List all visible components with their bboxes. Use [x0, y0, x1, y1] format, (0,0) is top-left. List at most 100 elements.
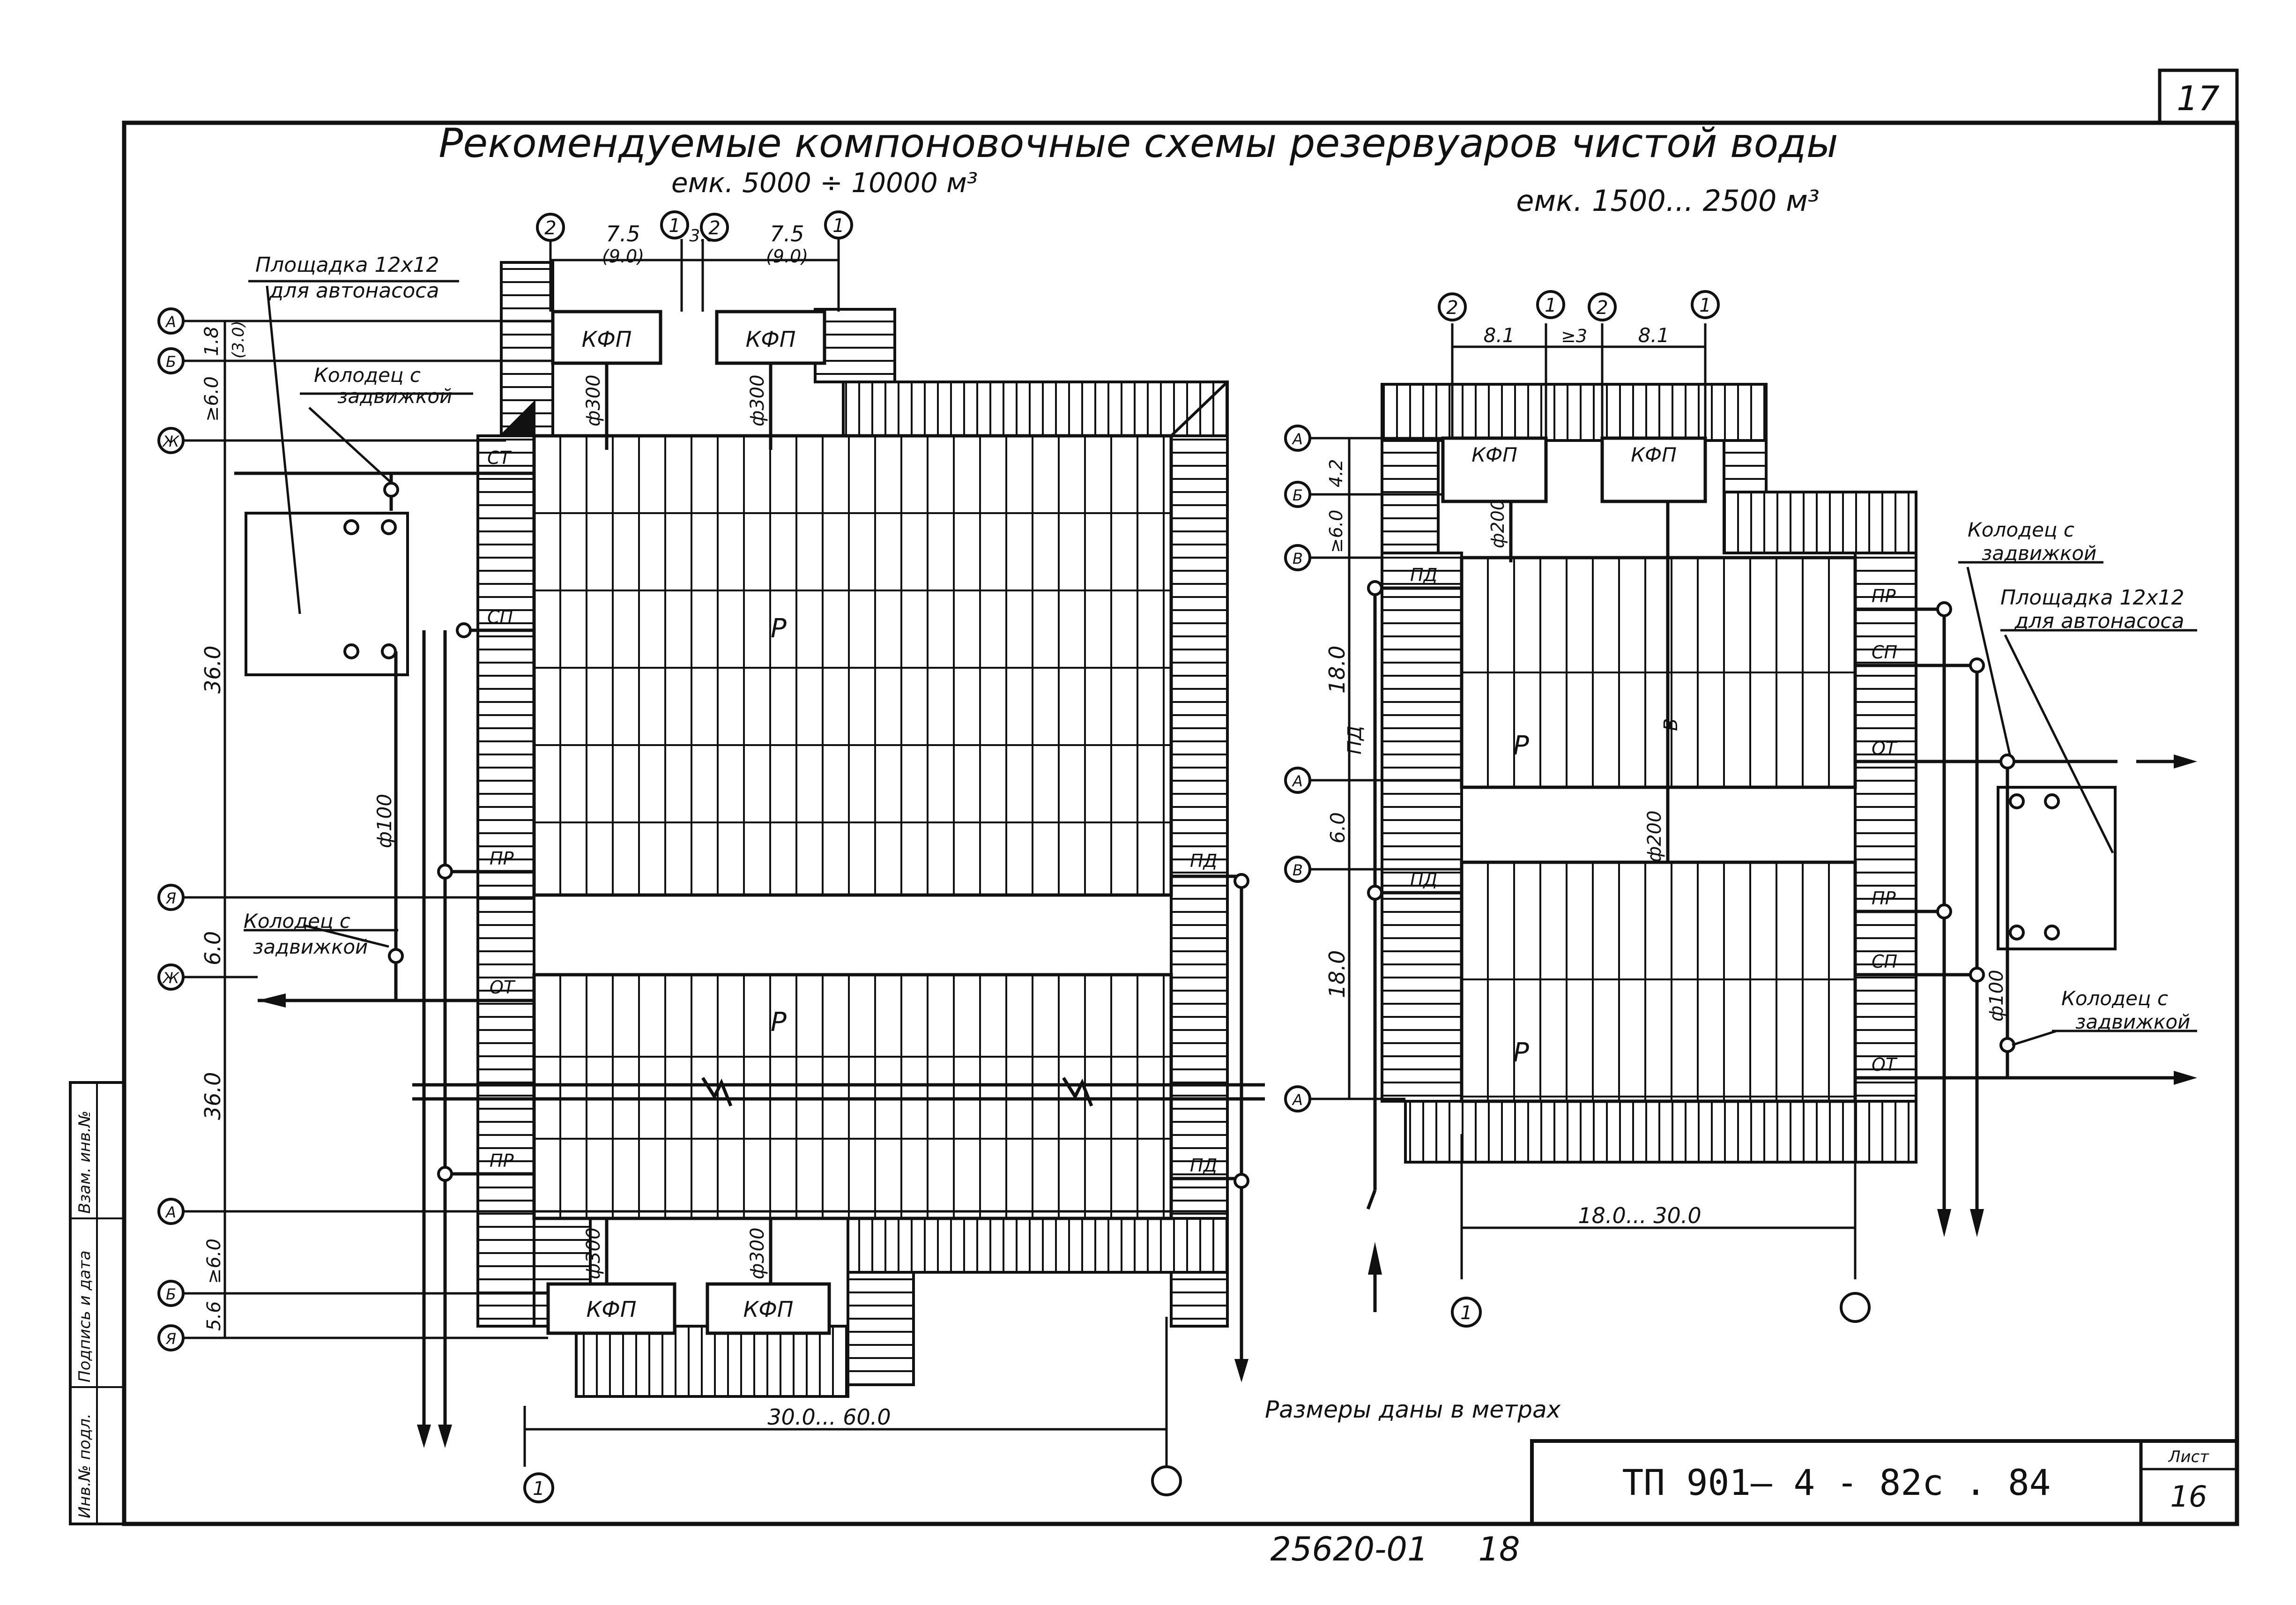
right-dim-top-2: ≥3: [1561, 326, 1587, 346]
pump-label-3: КФП: [587, 1297, 637, 1322]
row-mark-3: Ж: [162, 433, 180, 450]
pipe-code-st: СТ: [487, 448, 512, 468]
right-pipe-code-6: ОТ: [1872, 738, 1898, 759]
right-pipe-code-4: ПР: [1872, 586, 1896, 606]
well-note-bottom-1: Колодец с: [244, 910, 350, 933]
right-row-mark-1: А: [1292, 430, 1303, 448]
right-embankment: [1381, 383, 1917, 1164]
left-pipe-nodes: [343, 482, 1249, 1189]
bottom-code: 25620-01: [1270, 1530, 1428, 1568]
right-pipe-code-1: ПД: [1410, 565, 1437, 585]
right-dim-lines: [1302, 323, 1857, 1279]
left-row-bubbles: [157, 307, 185, 1351]
left-pump-houses: [546, 310, 831, 1335]
pipe-code-pr-1: ПР: [490, 848, 514, 869]
right-axis-top-3: 2: [1596, 297, 1608, 319]
pipe-code-pd-1: ПД: [1190, 851, 1217, 871]
pump-label-2: КФП: [746, 327, 796, 352]
right-well-note-3: Колодец с: [2061, 987, 2168, 1010]
right-well-note-4: задвижкой: [2075, 1010, 2190, 1033]
axis-top-4: 1: [832, 215, 844, 237]
right-pipe-code-3: ПД: [1344, 726, 1366, 754]
left-dim-lines: [173, 239, 1227, 1467]
left-reservoir-top: [532, 434, 1173, 897]
right-row-bubbles: [1284, 425, 1311, 1112]
pipe-code-pr-2: ПР: [490, 1150, 514, 1171]
drawing-code: ТП 901– 4 - 82с . 84: [1622, 1462, 2051, 1503]
pipe-code-sp: СП: [487, 607, 513, 627]
dim-bottom-right: 18.0... 30.0: [1578, 1203, 1701, 1228]
left-leaders: [244, 280, 473, 948]
right-pipe-side: ф100: [1986, 970, 2007, 1022]
right-reservoir-grid: [1462, 558, 1855, 1101]
well-note-bottom-2: задвижкой: [253, 935, 368, 958]
right-axis-top-4: 1: [1699, 295, 1711, 316]
right-row-mark-4: А: [1292, 772, 1303, 790]
right-pipe-code-9: ОТ: [1872, 1054, 1898, 1075]
side-stamp-sign: Подпись и дата: [75, 1250, 94, 1382]
left-arrows: [258, 993, 1248, 1448]
axis-top-1: 2: [544, 217, 556, 239]
dim-top-2: (9.0): [602, 246, 644, 267]
right-reservoir-label-1: Р: [1513, 731, 1529, 761]
bottom-page: 18: [1478, 1530, 1520, 1568]
right-dim-top-3: 8.1: [1638, 324, 1670, 347]
right-pipe-v: В: [1660, 718, 1682, 731]
right-dim-left-1: 4.2: [1326, 459, 1346, 487]
right-pipe-code-7: ПР: [1872, 888, 1896, 909]
platform-note-2: для автонасоса: [269, 279, 439, 303]
right-pipe-main: ф200: [1644, 810, 1665, 862]
dim-left-3: ≥6.0: [201, 376, 223, 422]
right-row-mark-5: В: [1293, 861, 1303, 879]
right-axis-top-2: 1: [1545, 295, 1556, 316]
right-dim-top-1: 8.1: [1484, 324, 1515, 347]
row-mark-6: А: [165, 1203, 176, 1221]
row-mark-7: Б: [166, 1285, 176, 1303]
dim-left-7: ≥6.0: [203, 1239, 225, 1284]
right-dim-left-2: ≥6.0: [1326, 510, 1346, 553]
right-dim-left-5: 18.0: [1324, 950, 1350, 998]
pump-label-1: КФП: [582, 327, 632, 352]
dim-left-2: (3.0): [229, 321, 248, 358]
sheet-number: 16: [2170, 1479, 2207, 1514]
well-note-top-1: Колодец с: [314, 364, 421, 387]
left-platform: [245, 512, 409, 676]
side-stamp: Инв.№ подл. Подпись и дата Взам. инв.№: [75, 1111, 94, 1518]
reservoir-label-1: Р: [771, 613, 787, 644]
page-number: 17: [2177, 79, 2220, 118]
dim-left-4: 36.0: [200, 646, 225, 694]
sheet-frame: [69, 68, 2239, 1526]
subtitle-left: емк. 5000 ÷ 10000 м³: [671, 167, 978, 199]
right-pipe-code-2: ПД: [1410, 869, 1437, 890]
left-scheme: КФП КФП КФП КФП Р Р: [157, 210, 1265, 1503]
right-axis-bottom-1: 1: [1460, 1302, 1472, 1324]
right-pump-houses: [1441, 436, 1707, 503]
right-pipes: [1366, 501, 2174, 1228]
right-pipe-code-8: СП: [1872, 951, 1897, 972]
sheet-label: Лист: [2168, 1448, 2209, 1466]
pipe-bottom-2: ф300: [747, 1227, 768, 1279]
axis-top-3: 2: [708, 217, 720, 239]
left-break-line: [412, 1077, 1265, 1107]
right-pipe-nodes: [1367, 580, 2060, 1053]
row-mark-5: Ж: [162, 969, 180, 987]
platform-note-1: Площадка 12х12: [255, 253, 439, 277]
right-platform-note-1: Площадка 12х12: [2000, 586, 2185, 610]
dim-top-1: 7.5: [606, 221, 640, 246]
left-reservoir-bottom: [532, 973, 1173, 1220]
pipe-bottom-1: ф300: [583, 1227, 604, 1279]
right-pipe-code-5: СП: [1872, 642, 1897, 663]
pump-label-4: КФП: [743, 1297, 794, 1322]
right-axis-top-1: 2: [1446, 297, 1458, 319]
dim-left-8: 5.6: [203, 1301, 225, 1331]
right-reservoir-bottom: [1460, 860, 1857, 1103]
right-axis-bubbles: [1438, 290, 1871, 1328]
row-mark-8: Я: [165, 1330, 176, 1348]
side-stamp-inv: Инв.№ подл.: [75, 1413, 94, 1518]
reservoir-label-2: Р: [771, 1007, 787, 1038]
pipe-top-1: ф300: [583, 374, 604, 426]
pipe-code-ot: ОТ: [490, 977, 516, 998]
right-dim-left-3: 18.0: [1324, 646, 1350, 694]
dim-left-5: 6.0: [200, 931, 225, 965]
